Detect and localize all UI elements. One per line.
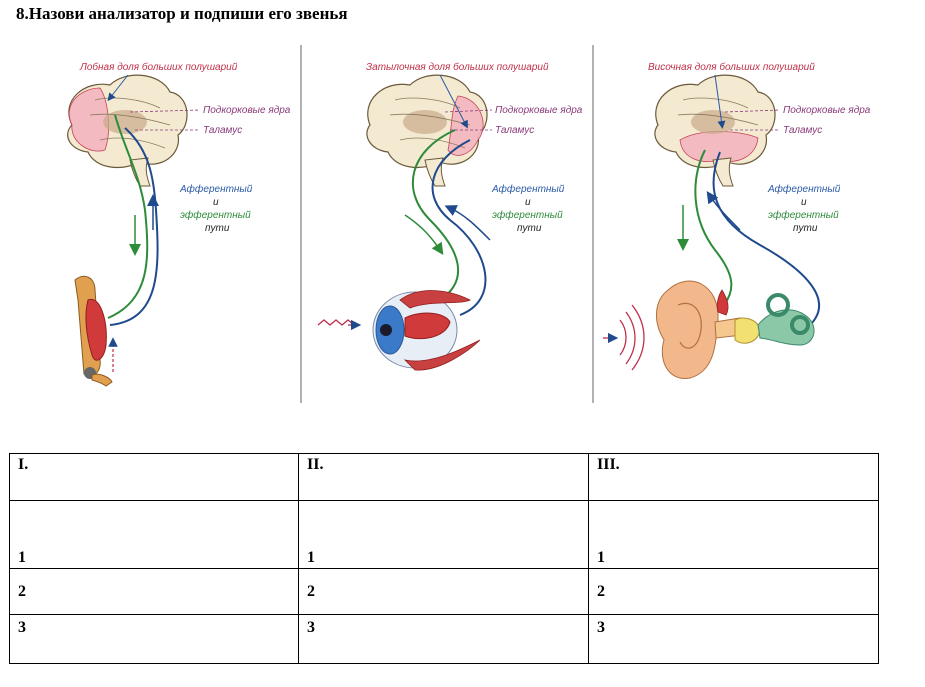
cell-r2-c2[interactable]: 2 xyxy=(298,568,589,615)
header-cell-1[interactable]: I. xyxy=(9,453,299,501)
answer-table: I. II. III. 1 1 1 2 2 2 3 3 3 xyxy=(9,453,879,664)
efferent-label-1: эфферентный xyxy=(180,209,251,221)
cell-r1-c2[interactable]: 1 xyxy=(298,500,589,569)
thalamus-label-2: Таламус xyxy=(495,125,534,136)
thalamus-label-1: Таламус xyxy=(203,125,242,136)
lobe-label-3: Височная доля больших полушарий xyxy=(648,61,815,73)
afferent-label-1: Афферентный xyxy=(179,183,253,195)
efferent-label-2: эфферентный xyxy=(492,209,563,221)
analyzers-illustration: Лобная доля больших полушарий Подкорковы… xyxy=(67,45,871,403)
panel-visual-analyzer: Затылочная доля больших полушарий Подкор… xyxy=(317,61,583,371)
subcortical-label-1: Подкорковые ядра xyxy=(203,105,291,116)
lobe-label-2: Затылочная доля больших полушарий xyxy=(366,61,549,73)
brain-illustration-1 xyxy=(67,74,188,187)
table-row: 2 2 2 xyxy=(9,568,879,615)
cell-r3-c2[interactable]: 3 xyxy=(298,614,589,664)
lobe-label-1: Лобная доля больших полушарий xyxy=(79,61,238,73)
cell-r2-c1[interactable]: 2 xyxy=(9,568,299,615)
cell-r3-c1[interactable]: 3 xyxy=(9,614,299,664)
cell-r1-c1[interactable]: 1 xyxy=(9,500,299,569)
table-header-row: I. II. III. xyxy=(9,453,879,501)
brain-illustration-2 xyxy=(366,74,488,187)
cell-r2-c3[interactable]: 2 xyxy=(588,568,879,615)
subcortical-label-3: Подкорковые ядра xyxy=(783,105,871,116)
paths-label-3: пути xyxy=(793,223,818,234)
cell-r1-c3[interactable]: 1 xyxy=(588,500,879,569)
panel-auditory-analyzer: Височная доля больших полушарий Подкорко… xyxy=(603,61,871,379)
and-label-3: и xyxy=(801,197,807,208)
afferent-label-3: Афферентный xyxy=(767,183,841,195)
header-cell-2[interactable]: II. xyxy=(298,453,589,501)
eye-illustration xyxy=(317,290,481,371)
afferent-label-2: Афферентный xyxy=(491,183,565,195)
and-label-2: и xyxy=(525,197,531,208)
table-row: 1 1 1 xyxy=(9,500,879,569)
paths-label-2: пути xyxy=(517,223,542,234)
task-title: 8.Назови анализатор и подпиши его звенья xyxy=(16,4,348,23)
panel-motor-analyzer: Лобная доля больших полушарий Подкорковы… xyxy=(67,61,291,387)
thalamus-label-3: Таламус xyxy=(783,125,822,136)
table-row: 3 3 3 xyxy=(9,614,879,664)
cell-r3-c3[interactable]: 3 xyxy=(588,614,879,664)
and-label-1: и xyxy=(213,197,219,208)
paths-label-1: пути xyxy=(205,223,230,234)
header-cell-3[interactable]: III. xyxy=(588,453,879,501)
efferent-label-3: эфферентный xyxy=(768,209,839,221)
ear-illustration xyxy=(603,280,815,379)
arm-muscle-illustration xyxy=(74,275,118,387)
brain-illustration-3 xyxy=(654,74,776,187)
subcortical-label-2: Подкорковые ядра xyxy=(495,105,583,116)
